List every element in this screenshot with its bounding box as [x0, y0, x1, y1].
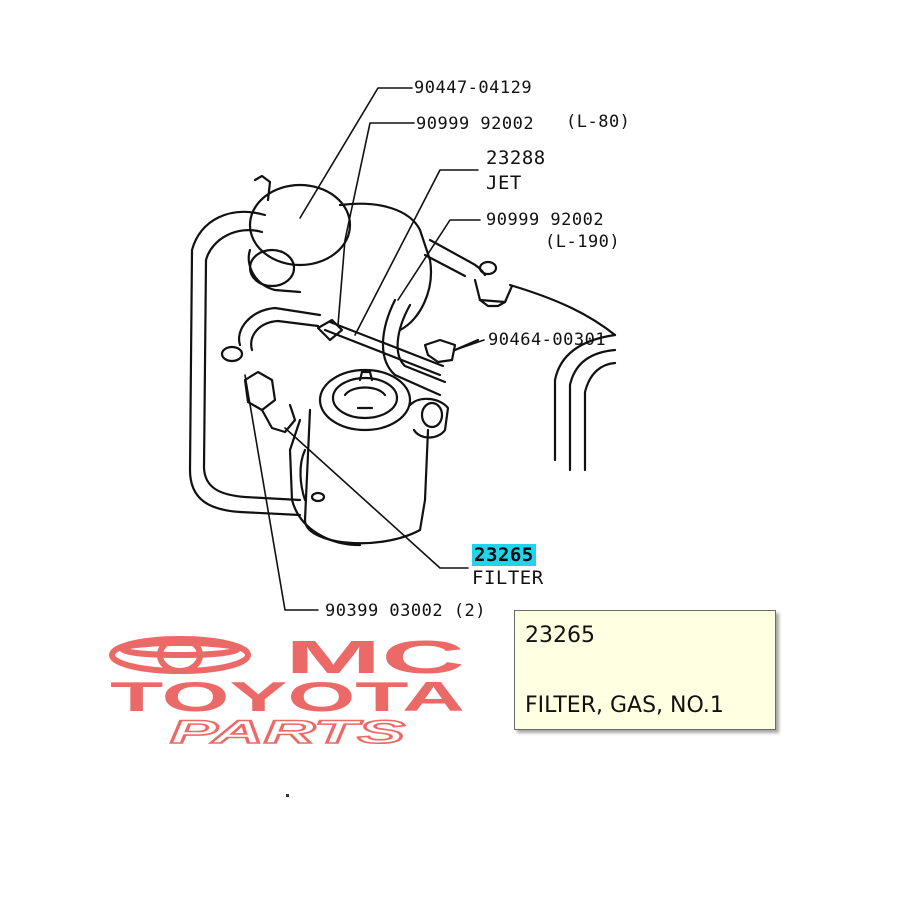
- right-connector: [478, 260, 498, 276]
- leader-90447: [299, 87, 413, 219]
- logo-line-1: MC: [285, 635, 465, 683]
- tooltip-part-code: 23265: [525, 623, 595, 648]
- part-tooltip: 23265 FILTER, GAS, NO.1: [514, 610, 776, 730]
- clip: [423, 338, 457, 364]
- tooltip-part-description: FILTER, GAS, NO.1: [525, 693, 724, 718]
- label-23288[interactable]: 23288: [486, 147, 546, 169]
- leader-90999-top: [337, 122, 415, 326]
- leader-90399: [244, 374, 319, 611]
- label-90999-top-note: (L-80): [566, 112, 631, 132]
- upper-housing: [248, 183, 352, 267]
- hose-loop: [188, 210, 302, 517]
- label-90999-mid-note: (L-190): [545, 232, 621, 252]
- leader-23288: [354, 169, 479, 336]
- leader-90999-mid: [397, 219, 481, 301]
- leader-90464: [454, 339, 485, 351]
- label-90999-mid[interactable]: 90999 92002: [486, 210, 605, 230]
- toyota-emblem-icon: [109, 636, 251, 674]
- label-23265-highlighted[interactable]: 23265: [472, 544, 536, 566]
- stray-dot: [286, 794, 289, 797]
- label-90464[interactable]: 90464-00301: [488, 330, 607, 350]
- label-90447[interactable]: 90447-04129: [414, 78, 533, 98]
- logo-line-3: PARTS: [170, 714, 406, 750]
- filter-cap: [318, 368, 412, 432]
- logo-line-2: TOYOTA: [110, 673, 465, 720]
- label-23288-name: JET: [486, 172, 522, 194]
- label-23265-name: FILTER: [472, 567, 544, 589]
- large-pipe: [553, 333, 617, 462]
- leader-23265: [284, 427, 469, 569]
- label-90999-top[interactable]: 90999 92002: [416, 114, 535, 134]
- omc-toyota-parts-watermark: MC TOYOTA PARTS: [109, 635, 465, 750]
- jet-tube: [323, 328, 442, 377]
- label-90399[interactable]: 90399 03002 (2): [325, 601, 487, 621]
